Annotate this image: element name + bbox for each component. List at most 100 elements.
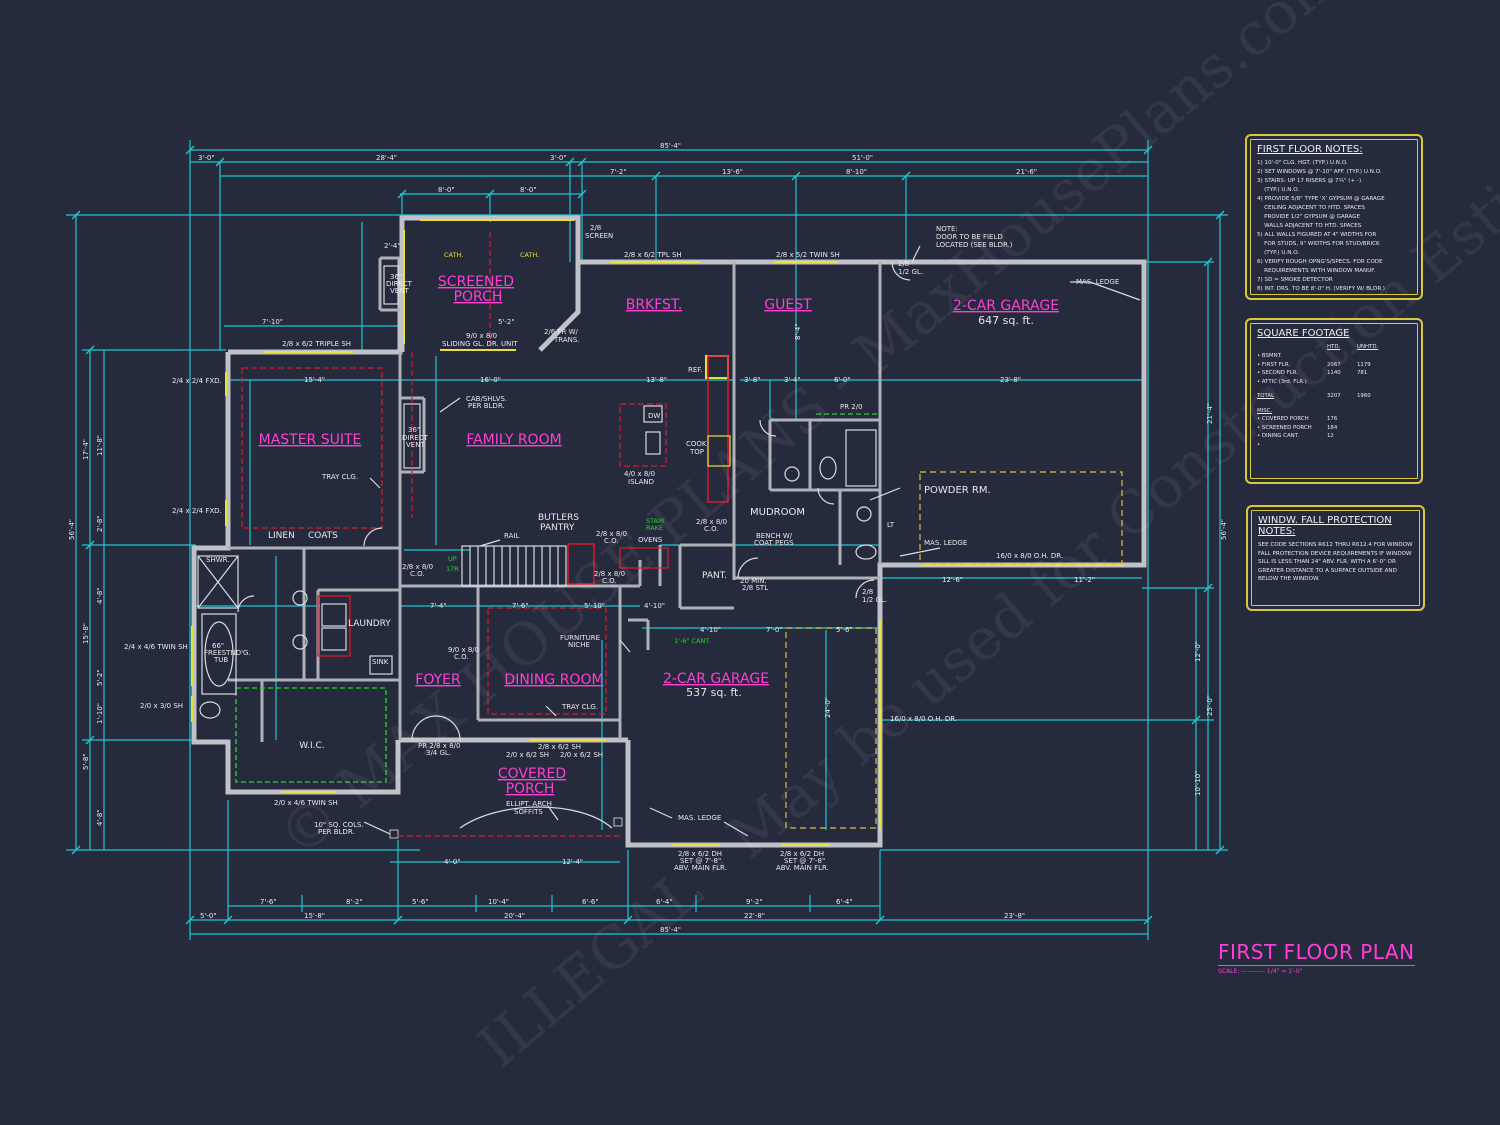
first-floor-note-item: (TYP.) U.N.O. <box>1257 187 1300 193</box>
leader-lines <box>363 245 1141 837</box>
dim-int-10: 5'-10" <box>584 602 605 610</box>
dim-int-7: 5'-6" <box>836 626 853 634</box>
dim-top-r3-0: 7'-2" <box>610 168 627 176</box>
sqft-cell-htd <box>1327 352 1357 361</box>
sqft-cell-unhtd <box>1357 378 1387 387</box>
note-bench-1: BENCH W/ <box>756 532 793 540</box>
dim-bottom-r3-0: 7'-6" <box>260 898 277 906</box>
dim-bottom-r2-2: 20'-4" <box>504 912 525 920</box>
room-dining-room: DINING ROOM <box>504 672 603 688</box>
note-up-2: 17R <box>446 565 459 573</box>
sqft-total-row: TOTAL 3207 1960 <box>1257 392 1411 401</box>
dim-bottom-r2-4: 23'-8" <box>1004 912 1025 920</box>
first-floor-note-item: FOR STUDS, 9" WIDTHS FOR STUD/BRICK <box>1257 241 1380 247</box>
dim-right-r2-0: 21'-4" <box>1206 403 1214 424</box>
note-dh-b-2: SET @ 7'-8" <box>784 857 825 865</box>
first-floor-note-item: (TYP.) U.N.O. <box>1257 250 1300 256</box>
dim-bottom-r2-3: 22'-8" <box>744 912 765 920</box>
note-co-b-2: C.O. <box>704 525 719 533</box>
dim-bottom-r2-1: 15'-8" <box>304 912 325 920</box>
room-master-suite: MASTER SUITE <box>259 432 362 448</box>
first-floor-note-item: PROVIDE 1/2" GYPSUM @ GARAGE <box>1257 214 1361 220</box>
dim-int-5: 11'-2" <box>1074 576 1095 584</box>
note-shwr: SHWR. <box>206 556 229 564</box>
plan-title: FIRST FLOOR PLAN <box>1218 940 1415 966</box>
note-dh-a-3: ABV. MAIN FLR. <box>674 864 727 872</box>
sqft-misc-cell-val: 12 <box>1327 433 1334 439</box>
window-fall-title: WINDW. FALL PROTECTION NOTES: <box>1258 515 1392 537</box>
dim-bottom-r3-5: 6'-4" <box>656 898 673 906</box>
sqft-misc-row: MISC. <box>1257 407 1411 416</box>
note-oh-dr-bottom: 16/0 x 8/0 O.H. DR. <box>890 715 957 723</box>
dim-left-r3-3: 5'-2" <box>96 669 104 686</box>
plan-scale: SCALE: ----------- 1/4" = 1'-0" <box>1218 968 1303 975</box>
sqft-cell-unhtd <box>1357 352 1387 361</box>
first-floor-note-item: 3) STAIRS: UP 17 RISERS @ 7¾" (+ -) <box>1257 178 1362 184</box>
note-vent-top-3: VENT <box>390 287 409 295</box>
note-cab-2: PER BLDR. <box>468 402 505 410</box>
sqft-cell-label: • SECOND FLR. <box>1257 370 1298 376</box>
dim-top-r2-0: 3'-0" <box>198 154 215 162</box>
note-co-d-1: 2/8 x 8/0 <box>594 570 625 578</box>
dim-int-13: 12'-4" <box>562 858 583 866</box>
note-sh-covered-c: 2/0 x 6/2 SH <box>560 751 603 759</box>
note-cant: 1'-6" CANT. <box>674 637 711 645</box>
room-guest: GUEST <box>764 297 812 313</box>
note-co-90-1: 9/0 x 8/0 <box>448 646 479 654</box>
window-fall-lines: SEE CODE SECTIONS R612 THRU R612.4 FOR W… <box>1258 541 1413 584</box>
note-sliding-2: SLIDING GL. DR. UNIT <box>442 340 518 348</box>
square-footage-header: HTD. UNHTD. <box>1257 343 1411 352</box>
sqft-row: • ATTIC (3rd. FLR.) <box>1257 378 1411 387</box>
dim-left-r2-2: 5'-8" <box>82 753 90 770</box>
dim-int-11: 4'-10" <box>644 602 665 610</box>
first-floor-note-item: WALLS ADJACENT TO HTD. SPACES <box>1257 223 1362 229</box>
sqft-total-label: TOTAL <box>1257 393 1275 399</box>
note-co-a-1: 2/8 x 8/0 <box>596 530 627 538</box>
dim-right-r3-0: 12'-0" <box>1194 641 1202 662</box>
fixtures <box>197 261 911 839</box>
note-cath-left: CATH. <box>444 251 463 259</box>
note-dh-a-2: SET @ 7'-8" <box>680 857 721 865</box>
note-half-gl-top-2: 1/2 GL. <box>898 268 923 276</box>
note-dw: DW <box>648 412 660 420</box>
dim-bottom-r3-1: 8'-2" <box>346 898 363 906</box>
note-door-1: NOTE: <box>936 225 958 233</box>
sqft-cell-label: • FIRST FLR. <box>1257 361 1291 368</box>
sqft-cell-unhtd: 1179 <box>1357 361 1371 368</box>
note-pr-28-1: PR 2/8 x 8/0 <box>418 742 460 750</box>
note-up-1: UP <box>448 555 457 563</box>
dim-left-r3-5: 4'-8" <box>96 809 104 826</box>
note-pr-2-0: PR 2/0 <box>840 403 863 411</box>
dim-top-r2-1: 28'-4" <box>376 154 397 162</box>
dim-int-20: 8'-4" <box>794 323 802 340</box>
room-foyer: FOYER <box>415 672 461 688</box>
dim-int-21: 24'-0" <box>824 697 832 718</box>
sqft-misc-item: • <box>1257 441 1411 450</box>
window-fall-protection-panel: WINDW. FALL PROTECTION NOTES: SEE CODE S… <box>1246 505 1425 611</box>
note-tray-clg-master: TRAY CLG. <box>321 473 358 481</box>
dim-int-6: 7'-0" <box>766 626 783 634</box>
dim-right-overall: 56'-4" <box>1220 519 1228 540</box>
note-freestand-2: FREESTND'G. <box>204 649 251 657</box>
dim-int-4: 12'-6" <box>942 576 963 584</box>
dim-bottom-r3-6: 9'-2" <box>746 898 763 906</box>
note-co-d-2: C.O. <box>602 577 617 585</box>
dim-int-2: 13'-8" <box>646 376 667 384</box>
note-vent-top-1: 36" <box>390 273 402 281</box>
note-triple-sh: 2/8 x 6/2 TRIPLE SH <box>282 340 351 348</box>
note-niche-1: FURNITURE <box>560 634 600 642</box>
room-garage-a: 2-CAR GARAGE <box>953 298 1059 314</box>
note-co-a-2: C.O. <box>604 537 619 545</box>
note-sink: SINK <box>372 658 389 666</box>
note-fr-trans-1: 2/6 FR W/ <box>544 328 579 336</box>
note-twin-sh-left: 2/4 x 4/6 TWIN SH <box>124 643 188 651</box>
dim-top-r3-2: 8'-10" <box>846 168 867 176</box>
stairs <box>461 545 567 587</box>
note-dh-b-1: 2/8 x 6/2 DH <box>780 850 824 858</box>
dim-left-r2-1: 15'-8" <box>82 623 90 644</box>
sqft-total-htd: 3207 <box>1327 393 1341 399</box>
note-door-3: LOCATED (SEE BLDR.) <box>936 241 1013 249</box>
dim-top-r2-3: 51'-0" <box>852 154 873 162</box>
